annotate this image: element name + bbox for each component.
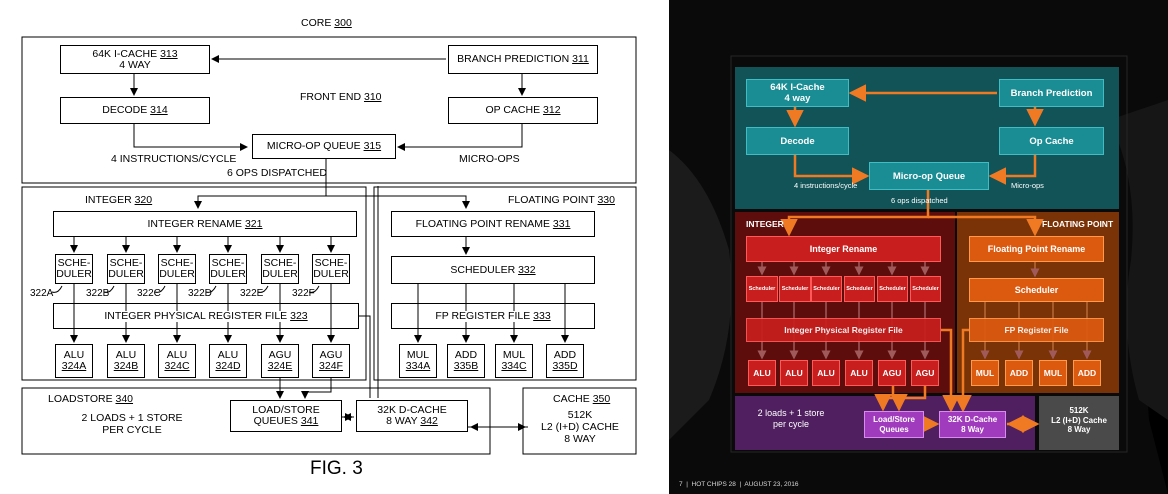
micro-op-queue-box: MICRO-OP QUEUE 315 xyxy=(252,134,396,159)
branch-prediction-box: BRANCH PREDICTION 311 xyxy=(448,45,598,74)
micro-ops-label: Micro-ops xyxy=(1011,181,1044,190)
op-cache-box: OP CACHE 312 xyxy=(448,97,598,124)
scheduler-box: Scheduler xyxy=(811,276,842,302)
scheduler-box: Scheduler xyxy=(910,276,941,302)
l2-cache-label: 512K L2 (I+D) Cache 8 Way xyxy=(1051,406,1107,434)
scheduler-box: SCHE- DULER xyxy=(107,254,145,284)
integer-frame xyxy=(21,186,367,381)
integer-title: INTEGER 320 xyxy=(85,194,153,206)
integer-register-file-box: Integer Physical Register File xyxy=(746,318,941,342)
scheduler-ref: 322F xyxy=(292,288,315,299)
scheduler-box: SCHE- DULER xyxy=(312,254,350,284)
int-unit: ALU xyxy=(845,360,873,386)
scheduler-box: Scheduler xyxy=(844,276,875,302)
decode-box: Decode xyxy=(746,127,849,155)
integer-title: INTEGER xyxy=(746,219,784,229)
loadstore-frame xyxy=(21,387,491,455)
scheduler-ref: 322D xyxy=(188,288,212,299)
patent-wiring xyxy=(21,36,637,455)
ops-dispatched-label: 6 OPS DISPATCHED xyxy=(227,167,327,179)
fp-rename-box: Floating Point Rename xyxy=(969,236,1104,262)
cache-title: CACHE 350 xyxy=(553,393,611,405)
l2-cache-label: 512K L2 (I+D) CACHE 8 WAY xyxy=(541,409,619,445)
int-unit: ALU xyxy=(812,360,840,386)
fp-scheduler-box: Scheduler xyxy=(969,278,1104,302)
fp-unit: MUL xyxy=(971,360,999,386)
icache-box: 64K I-Cache 4 way xyxy=(746,79,849,107)
slide-footer: 7 | HOT CHIPS 28 | AUGUST 23, 2016 xyxy=(679,481,799,488)
front-end-frame xyxy=(21,36,637,184)
branch-prediction-box: Branch Prediction xyxy=(999,79,1104,107)
int-unit: AGU xyxy=(878,360,906,386)
scheduler-box: SCHE- DULER xyxy=(209,254,247,284)
scheduler-ref: 322C xyxy=(137,288,161,299)
ops-dispatched-label: 6 ops dispatched xyxy=(891,196,948,205)
loadstore-title: LOADSTORE 340 xyxy=(48,393,134,405)
scheduler-box: SCHE- DULER xyxy=(55,254,93,284)
instructions-per-cycle-label: 4 instructions/cycle xyxy=(794,181,858,190)
d-cache-box: 32K D-CACHE 8 WAY 342 xyxy=(356,400,468,432)
decode-box: DECODE 314 xyxy=(60,97,210,124)
floating-point-title: FLOATING POINT 330 xyxy=(508,194,615,206)
loads-per-cycle-label: 2 LOADS + 1 STORE PER CYCLE xyxy=(81,412,183,436)
int-unit: AGU xyxy=(911,360,939,386)
integer-register-file-box: INTEGER PHYSICAL REGISTER FILE 323 xyxy=(53,303,359,329)
fp-unit: ADD xyxy=(1005,360,1033,386)
d-cache-box: 32K D-Cache 8 Way xyxy=(939,411,1006,438)
scheduler-ref: 322E xyxy=(240,288,264,299)
scheduler-box: Scheduler xyxy=(877,276,908,302)
fp-register-file-box: FP REGISTER FILE 333 xyxy=(391,303,595,329)
load-store-queues-box: LOAD/STORE QUEUES 341 xyxy=(230,400,342,432)
load-store-queues-box: Load/Store Queues xyxy=(864,411,924,438)
micro-ops-label: MICRO-OPS xyxy=(459,153,520,165)
floating-point-title: FLOATING POINT xyxy=(1042,219,1114,229)
scheduler-box: SCHE- DULER xyxy=(261,254,299,284)
int-rename-to-scheduler-arrows xyxy=(70,237,335,253)
loads-per-cycle-label: 2 loads + 1 store per cycle xyxy=(757,408,825,429)
scheduler-box: SCHE- DULER xyxy=(158,254,196,284)
scheduler-box: Scheduler xyxy=(779,276,811,302)
slide: 64K I-Cache 4 way Branch Prediction Deco… xyxy=(669,0,1168,494)
fp-register-file-box: FP Register File xyxy=(969,318,1104,342)
cache-frame xyxy=(522,387,637,455)
integer-rename-box: INTEGER RENAME 321 xyxy=(53,211,357,237)
instructions-per-cycle-label: 4 INSTRUCTIONS/CYCLE xyxy=(111,153,237,165)
scheduler-ref: 322A xyxy=(30,288,54,299)
int-unit: ALU xyxy=(780,360,808,386)
scheduler-box: Scheduler xyxy=(746,276,778,302)
scheduler-ref: 322B xyxy=(86,288,110,299)
front-end-title: FRONT END 310 xyxy=(300,91,382,103)
core-title: CORE 300 xyxy=(301,17,352,29)
op-cache-box: Op Cache xyxy=(999,127,1104,155)
int-unit: ALU xyxy=(748,360,776,386)
fp-scheduler-box: SCHEDULER 332 xyxy=(391,256,595,284)
integer-rename-box: Integer Rename xyxy=(746,236,941,262)
figure-caption: FIG. 3 xyxy=(310,458,363,479)
fp-unit: MUL xyxy=(1039,360,1067,386)
fp-frame xyxy=(373,186,637,381)
cache-section xyxy=(1039,396,1119,450)
fp-unit: ADD xyxy=(1073,360,1101,386)
fp-rename-box: FLOATING POINT RENAME 331 xyxy=(391,211,595,237)
micro-op-queue-box: Micro-op Queue xyxy=(869,162,989,190)
